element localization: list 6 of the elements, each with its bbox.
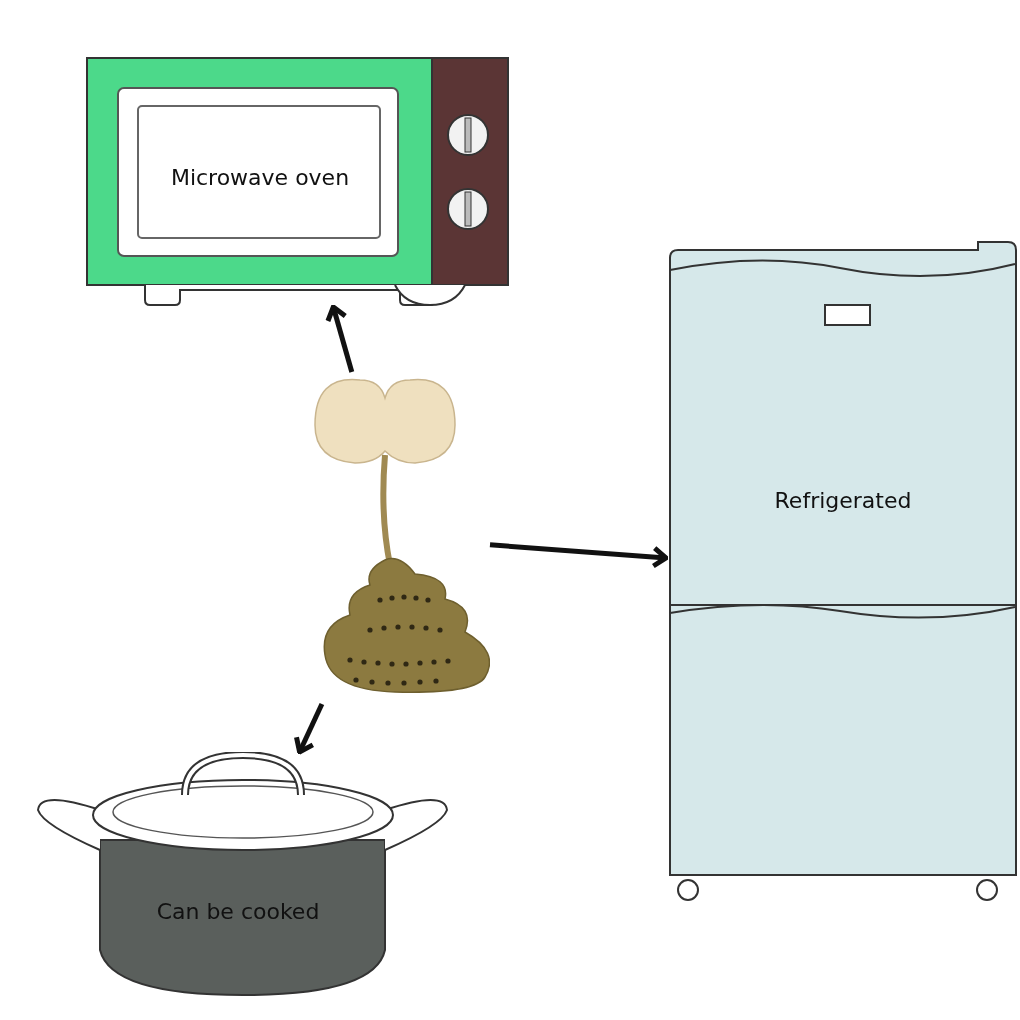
arrow <box>325 304 355 373</box>
node-label: Refrigerated <box>774 487 912 513</box>
node-label: Microwave oven <box>170 164 350 190</box>
node-label: Can be cooked <box>156 898 320 924</box>
arrow <box>294 702 325 755</box>
arrow <box>489 542 669 569</box>
